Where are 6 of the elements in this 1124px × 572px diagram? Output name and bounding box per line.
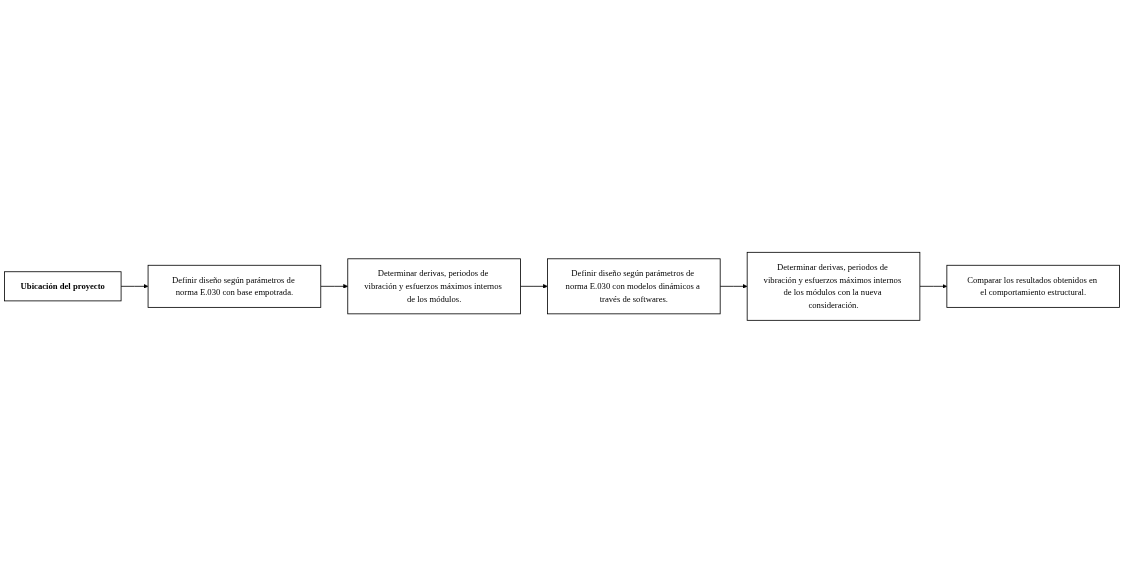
node-box: Definir diseño según parámetros de norma E.030 con base empotrada. — [147, 264, 322, 308]
node-box: Ubicación del proyecto — [4, 271, 122, 301]
node-box: Definir diseño según parámetros de norma E.030 con modelos dinámicos a través de softwares. — [547, 258, 721, 314]
node-box: Determinar derivas, periodos de vibración y esfuerzos máximos internos de los módulos. — [347, 258, 521, 314]
node-box: Comparar los resultados obtenidos en el comportamiento estructural. — [946, 264, 1120, 308]
node-box: Determinar derivas, periodos de vibración y esfuerzos máximos internos de los módulos con la nueva consideración. — [746, 251, 921, 321]
